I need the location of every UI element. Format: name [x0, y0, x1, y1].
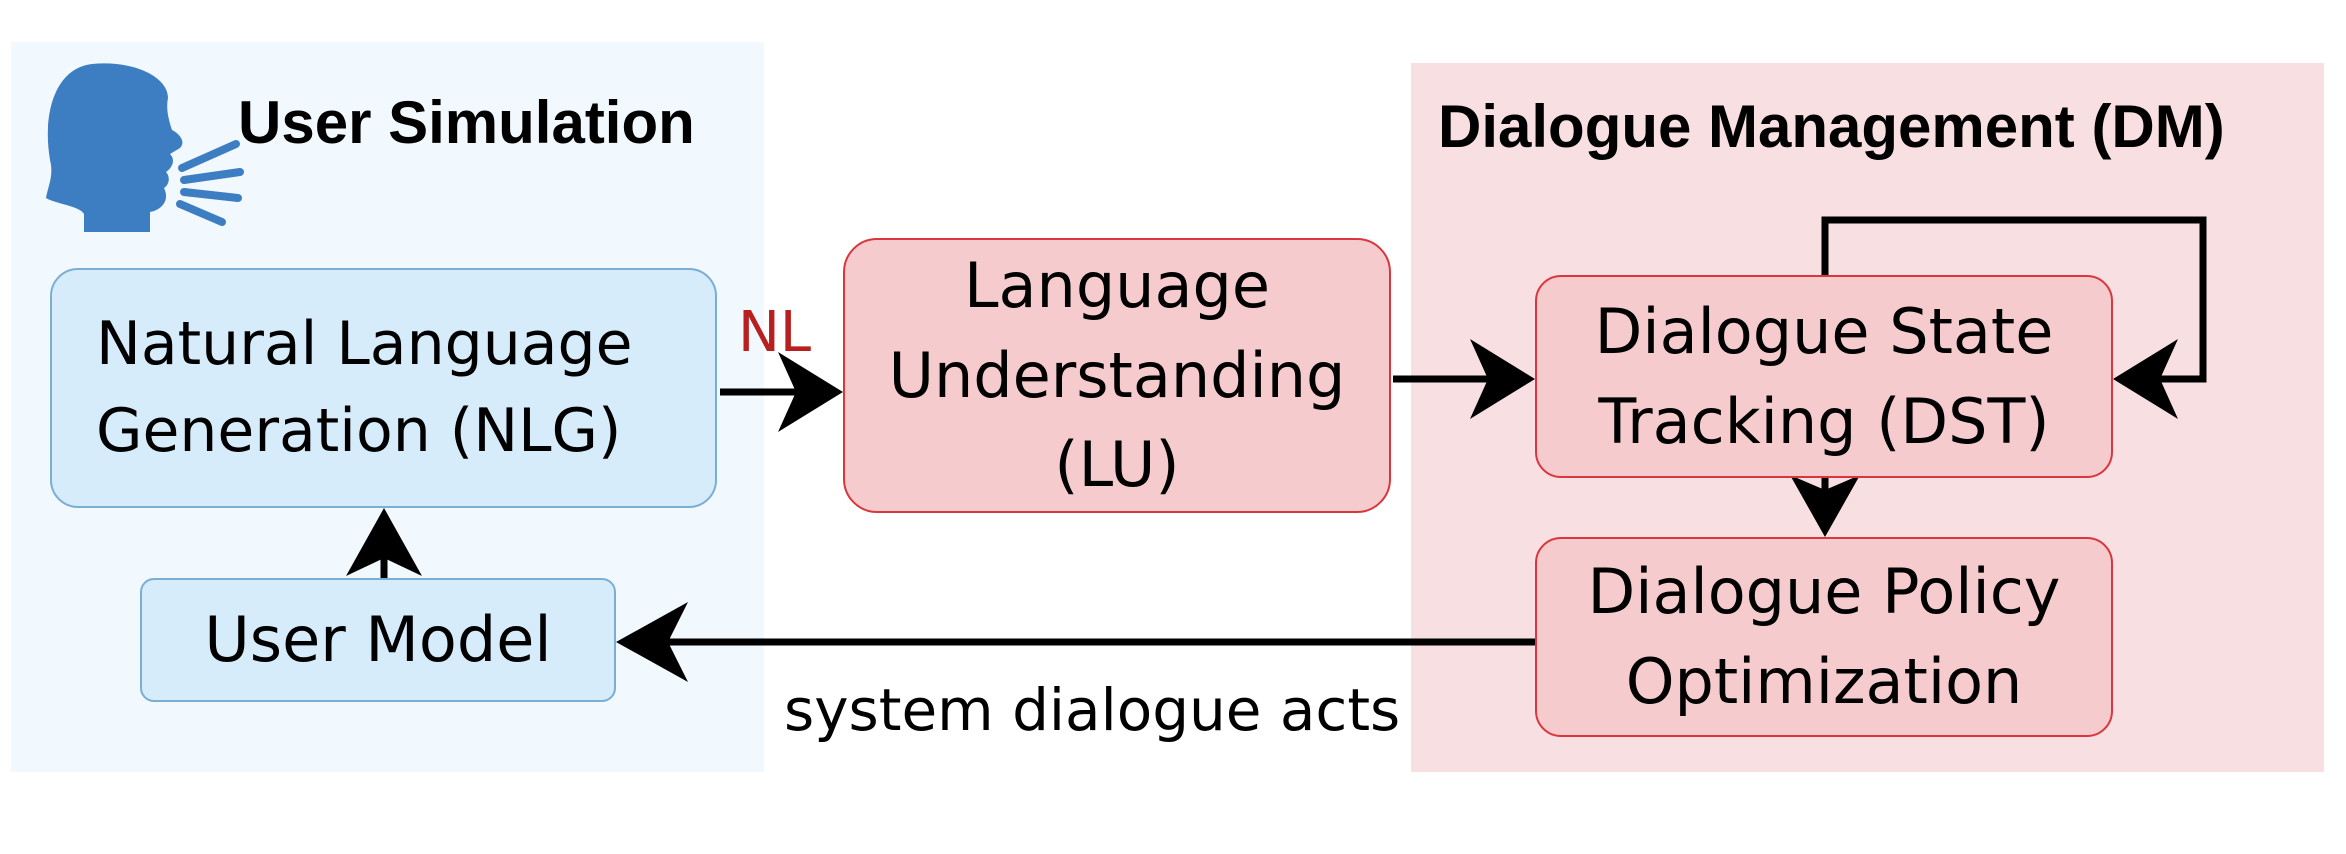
- arrow-nlg-to-lu: [720, 352, 843, 432]
- dpo-box: Dialogue Policy Optimization: [1535, 537, 2113, 737]
- user-model-box: User Model: [140, 578, 616, 702]
- arrow-user-model-to-nlg: [346, 508, 422, 578]
- dst-box: Dialogue State Tracking (DST): [1535, 275, 2113, 478]
- arrow-dst-self-loop: [1821, 216, 2207, 419]
- arrow-dpo-to-user-model: [616, 602, 1535, 682]
- nlg-box: Natural Language Generation (NLG): [50, 268, 717, 508]
- user-simulation-title: User Simulation: [238, 89, 695, 156]
- arrow-dst-to-dpo: [1790, 475, 1860, 537]
- nl-edge-label: NL: [738, 300, 812, 365]
- system-acts-edge-label: system dialogue acts: [784, 676, 1401, 744]
- dialogue-management-title: Dialogue Management (DM): [1438, 93, 2225, 160]
- lu-box: Language Understanding (LU): [843, 238, 1391, 513]
- arrow-lu-to-dst: [1393, 339, 1535, 419]
- speaking-head-icon: [46, 63, 244, 233]
